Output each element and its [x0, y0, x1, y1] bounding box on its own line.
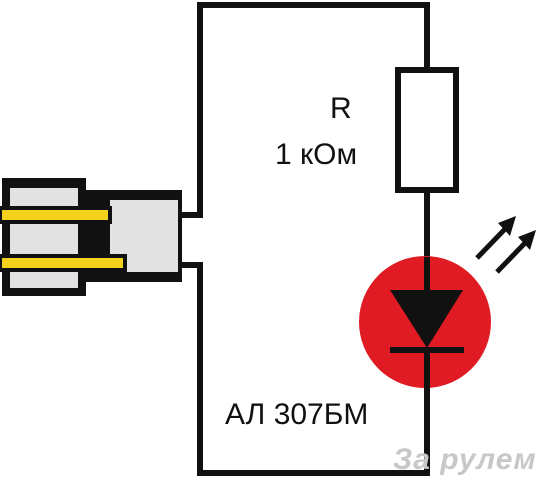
led-diode-triangle [390, 290, 463, 348]
wire-top [179, 2, 430, 218]
wire-bottom [179, 262, 430, 476]
watermark-logo: За рулем [393, 443, 537, 476]
plug-connector [0, 178, 182, 296]
plug-head [6, 184, 82, 292]
resistor-body [395, 67, 459, 193]
plug-contact-bottom [0, 254, 127, 272]
resistor-value-label: 1 кОм [275, 138, 358, 171]
resistor-name-label: R [330, 92, 352, 125]
led [359, 256, 491, 388]
led-part-number-label: АЛ 307БМ [225, 398, 369, 431]
plug-contact-top [0, 206, 112, 224]
emission-arrows-icon [475, 216, 536, 274]
wire-loop [179, 2, 430, 476]
